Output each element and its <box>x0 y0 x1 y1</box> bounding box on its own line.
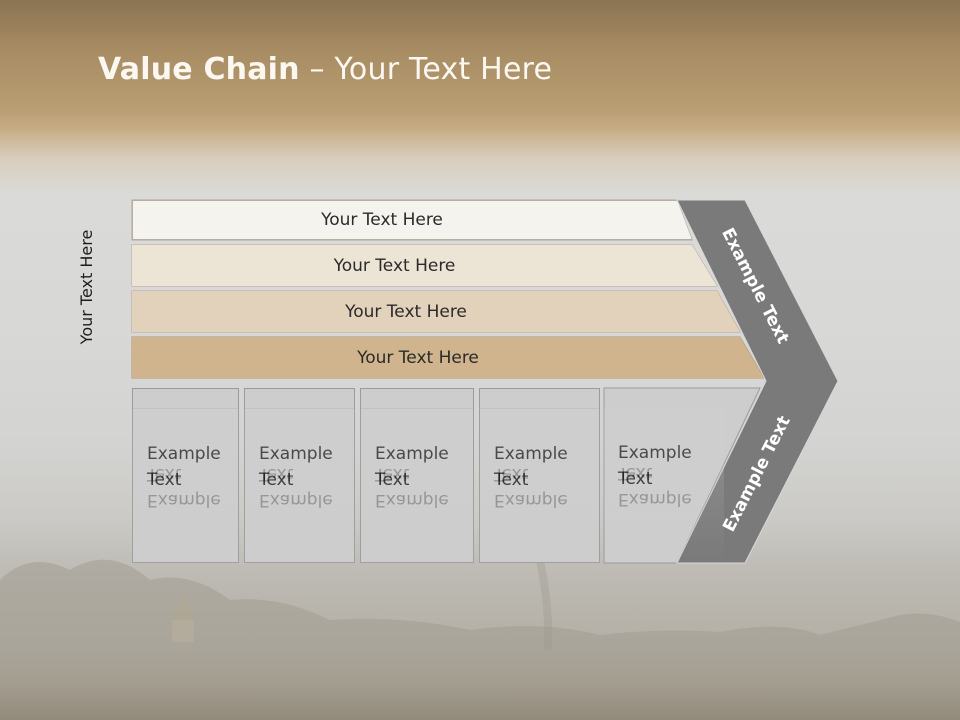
band-row-3-label: Your Text Here <box>345 301 467 322</box>
band-row-4-label: Your Text Here <box>357 347 479 368</box>
band-row-1: Your Text Here <box>132 200 692 240</box>
band-row-3: Your Text Here <box>132 291 740 332</box>
band-row-2-label: Your Text Here <box>333 255 456 276</box>
slide-title: Value Chain – Your Text Here <box>98 52 552 87</box>
band-row-2: Your Text Here <box>132 245 717 286</box>
title-rest: – Your Text Here <box>299 52 553 87</box>
landscape-background <box>0 559 960 720</box>
band-row-4: Your Text Here <box>132 337 764 378</box>
band-row-1-label: Your Text Here <box>321 210 443 230</box>
title-bold: Value Chain <box>98 52 300 87</box>
